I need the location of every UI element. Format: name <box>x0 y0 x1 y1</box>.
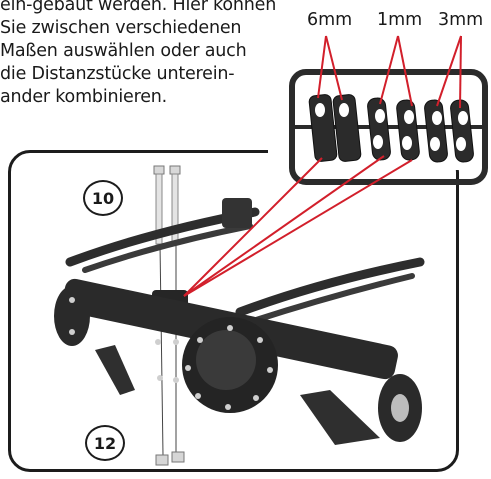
leaf-springs <box>65 198 425 325</box>
part-number-badge-10: 10 <box>83 180 123 216</box>
axle-housing <box>54 278 422 445</box>
nuts-part-12 <box>155 451 185 466</box>
bolts-part-10 <box>153 165 181 456</box>
instruction-line: Sie zwischen verschiedenen <box>0 18 242 38</box>
part-number-badge-12: 12 <box>85 425 125 461</box>
instruction-line: die Distanzstücke unterein- <box>0 64 235 84</box>
instruction-line: Maßen auswählen oder auch <box>0 41 247 61</box>
pointer-lines <box>183 35 462 297</box>
part-number-label: 12 <box>93 433 117 453</box>
instruction-text: ein-gebaut werden. Hier können Sie zwisc… <box>0 0 300 109</box>
spacer-size-6mm-label: 6mm <box>307 10 353 30</box>
spacer-size-3mm-label: 3mm <box>438 10 484 30</box>
spacer-size-1mm-label: 1mm <box>377 10 423 30</box>
instruction-line: ander kombinieren. <box>0 87 168 107</box>
part-number-label: 10 <box>91 188 115 208</box>
instruction-line: ein-gebaut werden. Hier können <box>0 0 277 15</box>
spacer-sprue-tree <box>289 69 488 185</box>
